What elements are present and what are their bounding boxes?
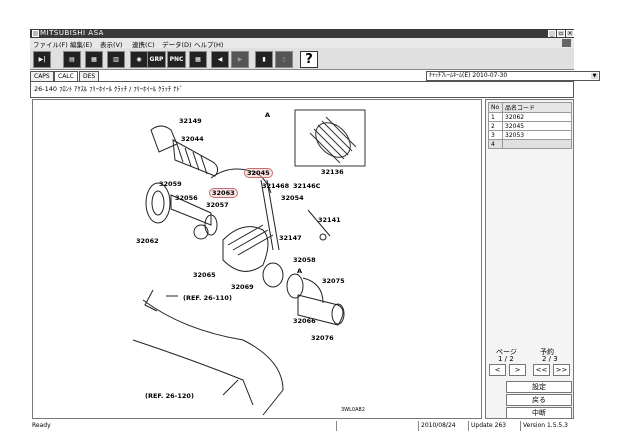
next-page-icon[interactable]: ▶ (231, 51, 249, 68)
next-button[interactable]: > (509, 364, 526, 376)
ref-label[interactable]: (REF. 26-110) (183, 294, 232, 302)
row-code[interactable] (502, 139, 572, 149)
part-label[interactable]: 32044 (181, 135, 204, 143)
part-label[interactable]: 32058 (293, 256, 316, 264)
scope-value: ｷｬｯﾁﾌﾚｰﾑﾈｰﾑ(E) 2010-07-30 (429, 72, 508, 79)
drawing-code: 3WL0A82 (341, 407, 365, 413)
tab-des[interactable]: DES (79, 71, 100, 81)
window-menu-icon[interactable] (562, 39, 571, 47)
part-label[interactable]: 32075 (322, 277, 345, 285)
chevron-down-icon[interactable]: ▼ (591, 73, 598, 79)
cancel-button[interactable]: 中断 (506, 407, 572, 419)
parts-table: No 品名コード 1 32062 2 32045 3 32053 4 (488, 102, 572, 149)
help-button[interactable]: ? (300, 51, 318, 68)
status-bar: Ready 2010/08/24 Update 263 Version 1.5.… (30, 421, 574, 431)
row-code: 32062 (502, 112, 572, 122)
column-header-no: No (488, 102, 503, 113)
print-icon[interactable]: ▦ (85, 51, 103, 68)
row-no: 4 (488, 139, 503, 149)
table-row[interactable]: 2 32045 (488, 121, 572, 131)
part-label[interactable]: 32069 (231, 283, 254, 291)
page-label: ページ (496, 348, 517, 356)
status-date: 2010/08/24 (418, 421, 456, 431)
bookmark-icon[interactable]: ▯ (275, 51, 293, 68)
menu-view[interactable]: 表示(V) (100, 41, 123, 49)
status-update: Update 263 (468, 421, 506, 431)
menu-file[interactable]: ファイル(F) (33, 41, 68, 49)
part-label[interactable]: 32059 (159, 180, 182, 188)
window-title: MITSUBISHI ASA (40, 29, 104, 37)
set-button[interactable]: 設定 (506, 381, 572, 393)
callout-marker: A (297, 267, 303, 275)
tab-row: CAPS CALC DES ｷｬｯﾁﾌﾚｰﾑﾈｰﾑ(E) 2010-07-30 … (30, 71, 600, 81)
part-label[interactable]: 32076 (311, 334, 334, 342)
status-empty (336, 421, 418, 431)
exploded-view-svg (132, 109, 366, 416)
pnc-button[interactable]: PNC (167, 51, 186, 68)
part-label[interactable]: 32146C (293, 182, 321, 190)
part-label[interactable]: 321468 (262, 182, 290, 190)
status-version: Version 1.5.5.3 (520, 421, 568, 431)
reserve-value: 2 / 3 (542, 355, 558, 363)
reserve-label: 予約 (540, 348, 554, 356)
exit-icon[interactable]: ▶| (33, 51, 51, 68)
row-code: 32053 (502, 130, 572, 140)
close-icon[interactable]: × (566, 30, 574, 37)
tab-caps[interactable]: CAPS (30, 71, 54, 81)
row-code: 32045 (502, 121, 572, 131)
minimize-icon[interactable]: _ (548, 30, 556, 37)
part-label[interactable]: 32066 (293, 317, 316, 325)
book-icon[interactable]: ▮ (255, 51, 273, 68)
menu-edit[interactable]: 編集(E) (70, 41, 93, 49)
grp-button[interactable]: GRP (147, 51, 166, 68)
table-row[interactable]: 3 32053 (488, 130, 572, 140)
tab-calc[interactable]: CALC (54, 71, 78, 81)
menu-link[interactable]: 連携(C) (132, 41, 155, 49)
part-label[interactable]: 32147 (279, 234, 302, 242)
copy-icon[interactable]: ▤ (63, 51, 81, 68)
parts-panel: No 品名コード 1 32062 2 32045 3 32053 4 ページ 予… (485, 99, 574, 419)
part-label[interactable]: 32056 (175, 194, 198, 202)
table-row[interactable]: 4 (488, 139, 572, 149)
row-no: 1 (488, 112, 503, 122)
part-label-highlighted[interactable]: 32063 (209, 188, 238, 198)
table-row[interactable]: 1 32062 (488, 112, 572, 122)
back-button[interactable]: 戻る (506, 394, 572, 406)
part-label[interactable]: 32054 (281, 194, 304, 202)
toolbar: ▶| ▤ ▦ ▥ ◉ GRP PNC ▦ ◀ ▶ ▮ ▯ ? (30, 48, 574, 70)
group-path: 26-140 ﾌﾛﾝﾄ ｱｸｽﾙ ﾌﾘｰﾎｲｰﾙ ｸﾗｯﾁ / ﾌﾘｰﾎｲｰﾙ … (30, 81, 574, 98)
part-label[interactable]: 32141 (318, 216, 341, 224)
part-label[interactable]: 32136 (321, 168, 344, 176)
title-bar: MITSUBISHI ASA _ ▫ × (30, 29, 574, 38)
menu-data[interactable]: データ(D) (162, 41, 192, 49)
parts-illustration: A 32149 32044 32045 32063 32059 32056 32… (32, 99, 482, 419)
part-label[interactable]: 32065 (193, 271, 216, 279)
row-no: 2 (488, 121, 503, 131)
menu-help[interactable]: ヘルプ(H) (194, 41, 224, 49)
detail-marker: A (265, 111, 271, 119)
part-label[interactable]: 32062 (136, 237, 159, 245)
app-icon (32, 30, 39, 37)
maximize-icon[interactable]: ▫ (557, 30, 565, 37)
prev-button[interactable]: < (489, 364, 506, 376)
ref-label[interactable]: (REF. 26-120) (145, 392, 194, 400)
zoom-icon[interactable]: ◉ (130, 51, 148, 68)
prev-page-icon[interactable]: ◀ (211, 51, 229, 68)
table-header: No 品名コード (488, 102, 572, 113)
grid-icon[interactable]: ▦ (189, 51, 207, 68)
page-value: 1 / 2 (498, 355, 514, 363)
first-button[interactable]: << (533, 364, 550, 376)
column-header-code: 品名コード (502, 102, 572, 113)
part-label[interactable]: 32057 (206, 201, 229, 209)
part-label[interactable]: 32149 (179, 117, 202, 125)
row-no: 3 (488, 130, 503, 140)
print-list-icon[interactable]: ▥ (107, 51, 125, 68)
last-button[interactable]: >> (553, 364, 570, 376)
status-text: Ready (32, 422, 51, 429)
menu-bar: ファイル(F) 編集(E) 表示(V) 連携(C) データ(D) ヘルプ(H) (30, 38, 574, 49)
part-label-highlighted[interactable]: 32045 (244, 168, 273, 178)
scope-select[interactable]: ｷｬｯﾁﾌﾚｰﾑﾈｰﾑ(E) 2010-07-30 ▼ (426, 71, 600, 81)
